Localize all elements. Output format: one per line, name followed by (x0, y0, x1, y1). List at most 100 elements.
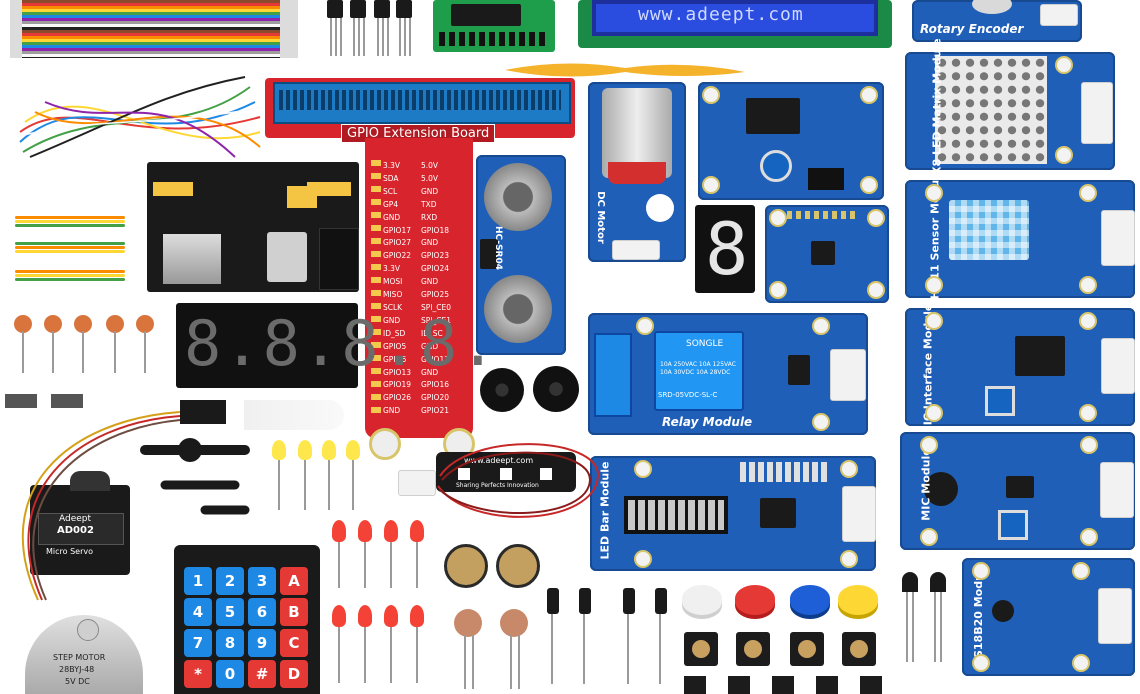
servo-horns (135, 430, 255, 530)
gpio-pin-label: GPIO23 (421, 251, 449, 261)
gpio-pin-label: RXD (421, 212, 438, 222)
four-digit-value: 8.8.8.8. (184, 307, 499, 380)
buzzer-active (480, 368, 524, 412)
matrix-label: 8X8 LED Matrix Module (930, 38, 944, 183)
gpio-pin-label: GPIO27 (383, 238, 411, 248)
rotary-label: Rotary Encoder (920, 22, 1024, 36)
gpio-pin-label: ID_SC (421, 328, 443, 338)
gpio-pin-label: GPIO6 (383, 354, 407, 364)
switch-row-bottom (684, 676, 884, 694)
gpio-pin-label: GPIO22 (383, 251, 411, 261)
keypad-key: 3 (248, 567, 276, 595)
gpio-pin-label: GND (421, 238, 439, 248)
gpio-pin-label: SCLK (383, 302, 403, 312)
breadboard-power-module (147, 162, 359, 292)
gpio-pin-label: SPI_CE0 (421, 302, 451, 312)
transistors (322, 0, 417, 60)
electrolytic-capacitors (545, 588, 675, 688)
keypad-key: 8 (216, 629, 244, 657)
stepper-label-3: 5V DC (65, 677, 90, 686)
servo-wires (8, 410, 188, 610)
gpio-pin-label: GPIO19 (383, 380, 411, 390)
servo-model: AD002 (57, 525, 94, 536)
tact-switch-2 (736, 632, 770, 666)
potentiometers (440, 540, 550, 610)
single-digit-display: 8 (695, 205, 755, 293)
ws-slogan: Sharing Perfects Innovation (456, 482, 539, 489)
single-digit-value: 8 (705, 207, 749, 291)
hc-sr04-module: HC-SR04 (476, 155, 566, 355)
mic-module: MIC Module (900, 432, 1135, 550)
led-matrix-module: 8X8 LED Matrix Module (905, 38, 1115, 183)
lcd-text: www.adeept.com (638, 4, 804, 25)
gpio-pin-label: GPIO26 (383, 393, 411, 403)
ws-site: www.adeept.com (464, 456, 534, 465)
relay-brand: SONGLE (686, 339, 724, 349)
gpio-pin-label: GND (421, 186, 439, 196)
stepper-motor: STEP MOTOR 28BYJ-48 5V DC (25, 615, 143, 694)
keypad-key: 1 (184, 567, 212, 595)
button-cap-yellow (838, 585, 878, 615)
keypad-key: 4 (184, 598, 212, 626)
gpio-pin-label: 3.3V (383, 264, 401, 274)
keypad-key: A (280, 567, 308, 595)
gpio-pin-label: GPIO17 (383, 225, 411, 235)
propeller (505, 58, 745, 82)
ribbon-cable (10, 0, 298, 58)
temperature-sensors (898, 572, 958, 667)
keypad-key: 5 (216, 598, 244, 626)
mic-label: MIC Module (919, 448, 933, 521)
gpio-pin-label: GP4 (383, 199, 399, 209)
keypad-key: 6 (248, 598, 276, 626)
gpio-pin-label: GPIO5 (383, 341, 407, 351)
dc-motor-label: DC Motor (594, 191, 606, 244)
button-cap-red (735, 585, 775, 615)
servo-connector (180, 400, 226, 424)
rgb-led (244, 400, 344, 430)
gpio-pin-label: 5.0V (421, 161, 439, 170)
gpio-pin-label: SPI_CE1 (421, 315, 451, 325)
keypad-key: 0 (216, 660, 244, 688)
gpio-pin-label: GPIO21 (421, 406, 449, 416)
button-cap-blue (790, 585, 830, 615)
relay-module: SONGLE 10A 250VAC 10A 125VAC 10A 30VDC 1… (588, 313, 868, 435)
gpio-pin-label: TXD (421, 199, 437, 209)
red-leds-top (330, 520, 430, 590)
buzzer-passive (533, 366, 579, 412)
hc-sr04-label: HC-SR04 (493, 225, 504, 271)
short-wires (5, 210, 135, 290)
photoresistors (450, 605, 540, 690)
gpio-pin-label: GPIO12 (421, 354, 449, 364)
gpio-pin-label: ID_SD (383, 328, 406, 338)
keypad-key: B (280, 598, 308, 626)
gpio-pin-label: GPIO16 (421, 380, 449, 390)
tact-switch-3 (790, 632, 824, 666)
red-leds-bottom (330, 605, 430, 685)
gpio-pin-label: GPIO18 (421, 225, 449, 235)
yellow-leds (270, 440, 370, 512)
tact-switch-1 (684, 632, 718, 666)
gpio-pin-label: GND (383, 406, 401, 416)
gpio-pin-label: GPIO20 (421, 393, 449, 403)
button-cap-white (682, 585, 722, 615)
slide-switches (5, 382, 90, 424)
four-digit-display: 8.8.8.8. (176, 303, 497, 388)
tact-switch-4 (842, 632, 876, 666)
iic-interface-module: IIC Interface Module (905, 304, 1135, 429)
lcd-display: www.adeept.com (578, 0, 892, 48)
gpio-pin-label: GND (421, 277, 439, 287)
ceramic-capacitors (14, 315, 164, 375)
keypad-key: 2 (216, 567, 244, 595)
mpu6050-module (765, 205, 889, 303)
ws-cable (430, 436, 605, 531)
gpio-pin-label: 3.3V (383, 161, 401, 170)
relay-model: SRD-05VDC-SL-C (658, 391, 718, 399)
stepper-label-1: STEP MOTOR (53, 653, 106, 662)
jumper-wires (15, 62, 265, 162)
gpio-pin-label: SDA (383, 173, 399, 183)
micro-servo: Adeept AD002 Micro Servo (30, 471, 130, 575)
servo-type: Micro Servo (46, 547, 93, 556)
gpio-pin-label: 5.0V (421, 173, 439, 183)
